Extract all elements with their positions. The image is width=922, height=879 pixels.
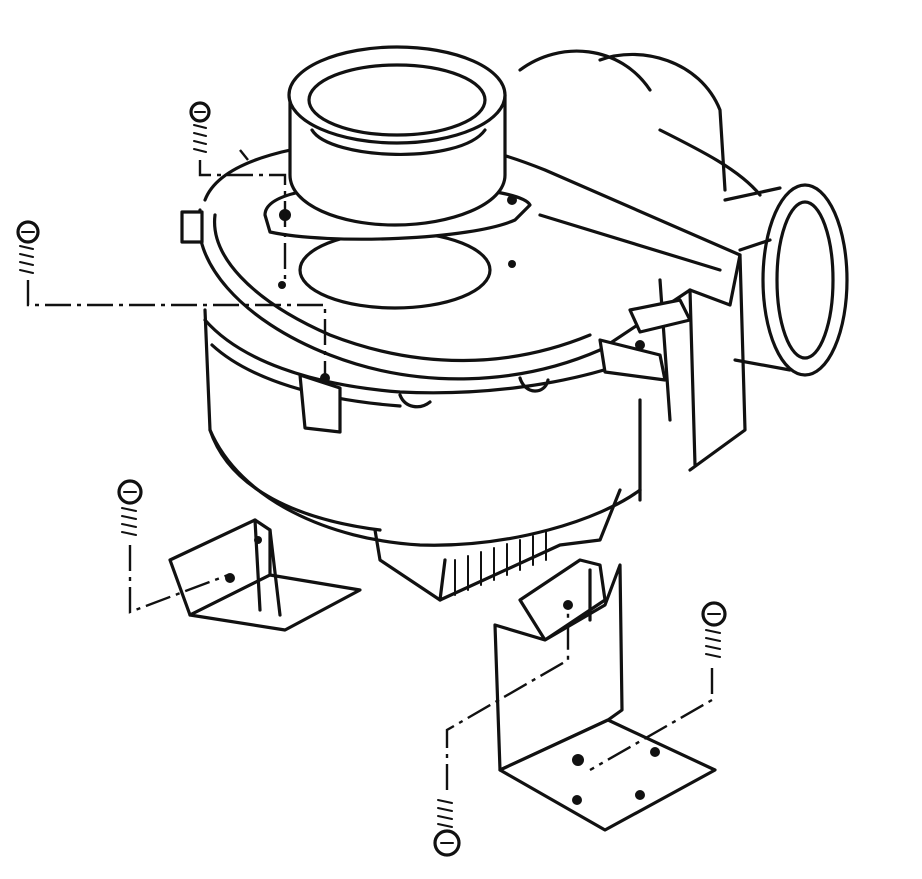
inlet-collar: [263, 45, 532, 241]
screw-top-left: [16, 220, 40, 274]
blower-housing: [180, 138, 747, 602]
screw-top-center: [189, 101, 211, 153]
screw-bracket-right: [701, 601, 727, 658]
assembly-leader-lines: [26, 149, 714, 790]
right-l-bracket: [493, 558, 717, 832]
screw-bottom: [433, 799, 461, 857]
outlet-duct: [518, 49, 849, 377]
left-mounting-bracket: [168, 518, 362, 632]
cooling-fins: [454, 531, 547, 596]
screw-bracket-left: [117, 479, 143, 536]
